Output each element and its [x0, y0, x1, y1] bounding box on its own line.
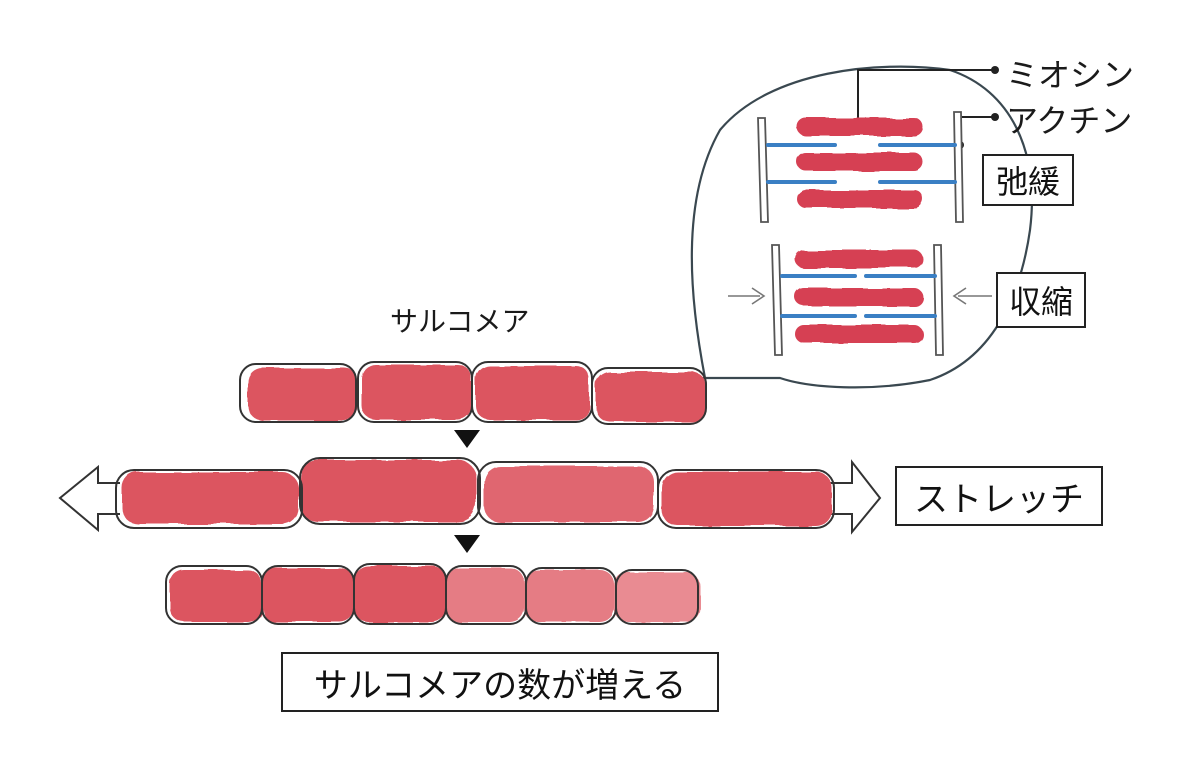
actin-label: アクチン — [1006, 102, 1133, 140]
z-disc-right — [933, 244, 944, 356]
sarcomere-label: サルコメア — [390, 305, 530, 338]
sarcomere-row-stretched — [58, 457, 882, 535]
down-triangle-icon — [454, 535, 480, 553]
increase-label: サルコメアの数が増える — [281, 652, 719, 712]
z-disc-left — [771, 244, 783, 356]
relaxed-label: 弛緩 — [982, 154, 1074, 206]
sarcomere-row-top — [239, 361, 707, 425]
z-disc-left — [757, 117, 769, 223]
down-triangle-icon — [454, 430, 480, 448]
zoom-circle — [690, 65, 1033, 389]
myosin-label: ミオシン — [1006, 56, 1135, 94]
double-arrow-icon — [58, 464, 120, 533]
contracted-label: 収縮 — [996, 272, 1086, 328]
relaxed-sarcomere — [757, 111, 964, 223]
stretch-label: ストレッチ — [895, 466, 1103, 526]
sarcomere-row-increased — [165, 563, 700, 625]
inward-arrow-icon — [728, 287, 992, 305]
double-arrow-icon — [828, 459, 882, 535]
contracted-sarcomere — [728, 244, 992, 356]
z-disc-right — [953, 111, 964, 223]
